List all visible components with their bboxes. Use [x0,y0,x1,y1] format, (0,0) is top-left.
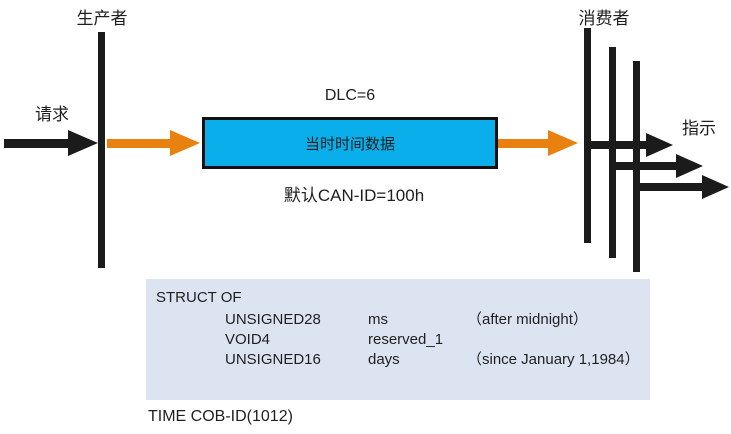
struct-rows: UNSIGNED28 ms （after midnight） VOID4 res… [225,310,645,370]
struct-row: VOID4 reserved_1 [225,330,645,350]
struct-field-note: （after midnight） [467,311,588,328]
producer-to-message-arrow-head-icon [170,130,200,156]
indication-arrow-2-head-icon [676,154,703,178]
indication-arrow-3 [640,183,702,191]
struct-row: UNSIGNED28 ms （after midnight） [225,310,645,330]
dlc-label: DLC=6 [324,87,376,104]
consumer-label: 消费者 [578,9,630,28]
message-to-consumer-arrow-head-icon [548,130,578,156]
indication-arrow-1-head-icon [646,133,673,157]
consumer-timeline-bar-2 [609,47,616,258]
struct-field-type: VOID4 [225,331,271,348]
struct-field-name: days [368,351,400,368]
time-cob-id-label: TIME COB-ID(1012) [148,408,293,425]
struct-field-note [467,330,645,350]
indication-arrow-2 [616,162,676,170]
request-arrow-head-icon [68,130,98,156]
consumer-timeline-bar-1 [584,28,591,243]
message-to-consumer-arrow [498,139,548,148]
producer-to-message-arrow [107,139,170,148]
indication-arrow-1 [591,141,646,149]
struct-field-type: UNSIGNED28 [225,311,321,328]
struct-field-note: （since January 1,1984） [467,351,640,368]
can-id-label: 默认CAN-ID=100h [283,186,425,205]
indication-arrow-3-head-icon [702,175,729,199]
struct-header: STRUCT OF [156,289,242,306]
request-label: 请求 [35,105,69,124]
time-message-box: 当时时间数据 [202,117,498,169]
request-arrow [4,139,68,148]
struct-field-name: ms [368,311,388,328]
struct-row: UNSIGNED16 days （since January 1,1984） [225,350,645,370]
indication-label: 指示 [682,119,716,138]
time-message-box-label: 当时时间数据 [304,135,395,153]
producer-timeline-bar [98,32,105,268]
struct-field-type: UNSIGNED16 [225,351,321,368]
struct-field-name: reserved_1 [368,331,444,348]
struct-definition-panel: STRUCT OF UNSIGNED28 ms （after midnight）… [146,279,650,400]
producer-label: 生产者 [76,9,128,28]
